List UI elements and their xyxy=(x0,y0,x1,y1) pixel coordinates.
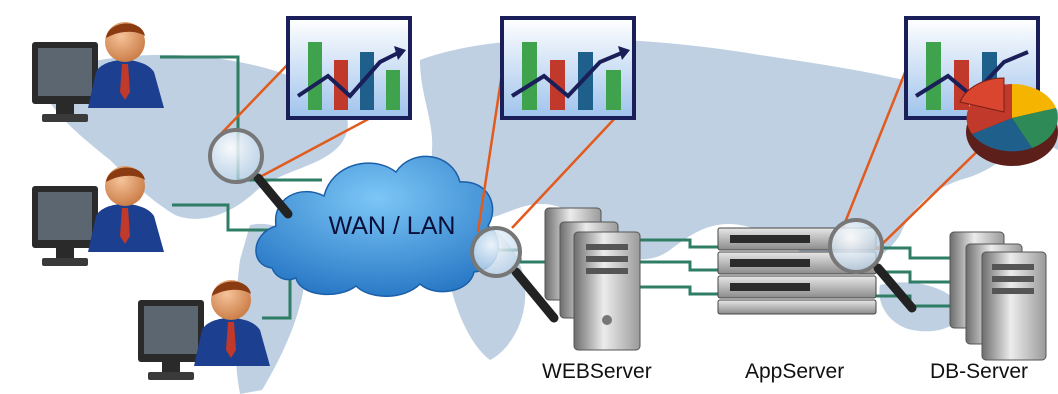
link-user1-wan xyxy=(160,55,322,182)
tower-server-icon xyxy=(544,207,641,351)
tower-server-icon xyxy=(949,231,1047,361)
web-server-label: WEBServer xyxy=(542,360,652,383)
link-app-db-2 xyxy=(870,270,952,284)
magnifier-icon xyxy=(470,226,559,323)
bar-chart-icon xyxy=(500,16,636,120)
link-web-app-2 xyxy=(640,260,722,272)
db-server-label: DB-Server xyxy=(930,360,1029,383)
user-at-monitor-icon xyxy=(32,22,164,122)
link-user3-wan xyxy=(262,272,292,320)
user-at-monitor-icon xyxy=(138,280,270,380)
app-server-label: AppServer xyxy=(745,360,845,383)
user-at-monitor-icon xyxy=(32,166,164,266)
bar-chart-icon xyxy=(286,16,412,120)
link-web-app-1 xyxy=(640,238,722,249)
wan-lan-cloud xyxy=(255,155,499,297)
magnifier-icon xyxy=(208,128,293,219)
magnifier-icon xyxy=(828,218,917,313)
link-user2-wan xyxy=(172,203,268,232)
link-web-app-3 xyxy=(640,285,722,296)
link-app-db-1 xyxy=(870,246,952,260)
wan-lan-label: WAN / LAN xyxy=(328,212,456,240)
pie-chart-icon xyxy=(959,77,1058,166)
